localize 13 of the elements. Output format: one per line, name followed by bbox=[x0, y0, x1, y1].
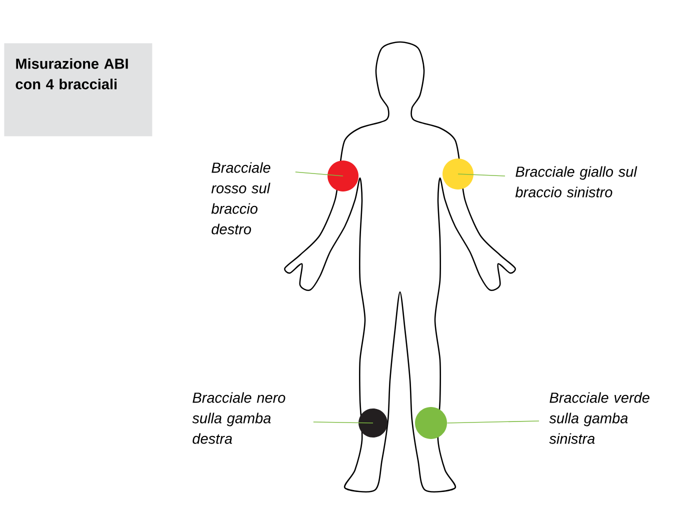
title-box: Misurazione ABI con 4 bracciali bbox=[4, 43, 152, 136]
leader-line bbox=[446, 420, 540, 424]
cuff-dot bbox=[442, 158, 474, 190]
cuff-dot bbox=[415, 407, 447, 439]
cuff-dot bbox=[328, 160, 358, 192]
leader-line bbox=[313, 422, 374, 424]
leader-line bbox=[458, 174, 506, 176]
cuff-dot bbox=[358, 408, 388, 438]
leader-line bbox=[295, 172, 344, 176]
cuff-label: Bracciale rosso sul braccio destro bbox=[211, 162, 270, 234]
cuff-label: Bracciale giallo sul braccio sinistro bbox=[515, 166, 638, 198]
cuff-label: Bracciale verde sulla gamba sinistra bbox=[549, 392, 650, 444]
cuff-label: Bracciale nero sulla gamba destra bbox=[192, 392, 286, 444]
